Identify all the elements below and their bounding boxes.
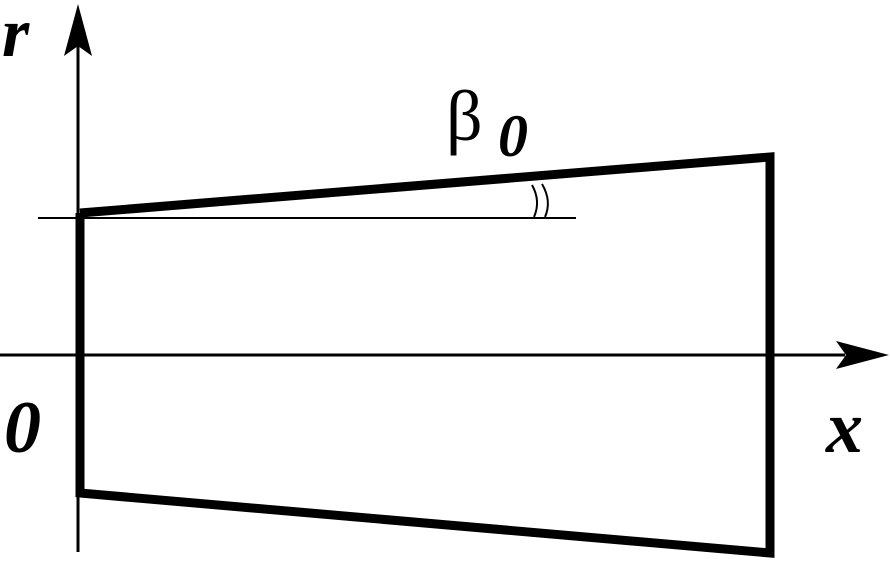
angle-arc-inner bbox=[531, 184, 538, 218]
angle-subscript-label: 0 bbox=[498, 103, 528, 169]
origin-label: 0 bbox=[4, 387, 41, 469]
angle-arc-outer bbox=[541, 183, 549, 218]
x-axis-arrowhead bbox=[836, 341, 889, 369]
angle-symbol-label: β bbox=[446, 76, 483, 156]
r-axis-arrowhead bbox=[64, 4, 92, 56]
x-axis-label: x bbox=[825, 387, 863, 469]
r-axis-label: r bbox=[2, 0, 30, 72]
cone-outline bbox=[75, 152, 775, 558]
